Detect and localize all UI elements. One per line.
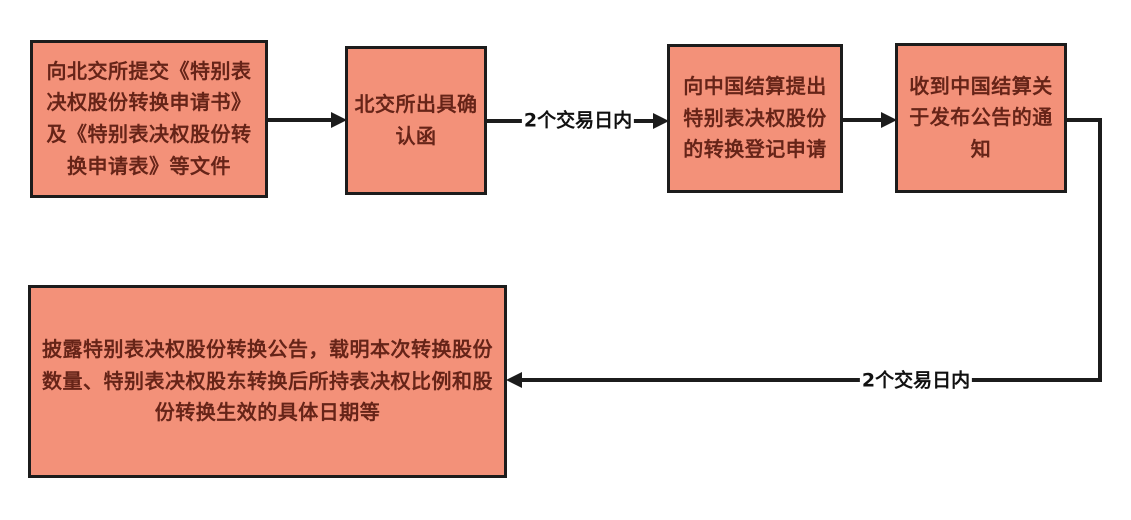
- connector-step4-step5: [521, 118, 1102, 382]
- flow-node-text: 收到中国结算关于发布公告的通知: [909, 73, 1053, 161]
- flow-node-text: 向北交所提交《特别表决权股份转换申请书》及《特别表决权股份转换申请表》等文件: [46, 58, 252, 178]
- flow-node-receive-csdc-notice: 收到中国结算关于发布公告的通知: [895, 43, 1067, 193]
- arrowhead-into-step2-icon: [331, 112, 347, 128]
- flow-node-bse-confirmation: 北交所出具确认函: [345, 46, 487, 195]
- flow-node-submit-to-bse: 向北交所提交《特别表决权股份转换申请书》及《特别表决权股份转换申请表》等文件: [30, 40, 268, 198]
- arrowhead-into-step4-icon: [881, 112, 897, 128]
- flow-node-disclose-announcement: 披露特别表决权股份转换公告，载明本次转换股份数量、特别表决权股东转换后所持表决权…: [28, 285, 507, 478]
- edge-label-2-trading-days-top: 2个交易日内: [521, 109, 635, 133]
- flow-node-text: 北交所出具确认函: [354, 91, 478, 148]
- flow-node-apply-csdc-registration: 向中国结算提出特别表决权股份的转换登记申请: [667, 44, 843, 193]
- arrowhead-into-step5-icon: [506, 372, 522, 388]
- edge-label-2-trading-days-bottom: 2个交易日内: [859, 369, 973, 393]
- flow-node-text: 披露特别表决权股份转换公告，载明本次转换股份数量、特别表决权股东转换后所持表决权…: [42, 337, 493, 425]
- arrowhead-into-step3-icon: [653, 113, 669, 129]
- flow-node-text: 向中国结算提出特别表决权股份的转换登记申请: [683, 74, 827, 162]
